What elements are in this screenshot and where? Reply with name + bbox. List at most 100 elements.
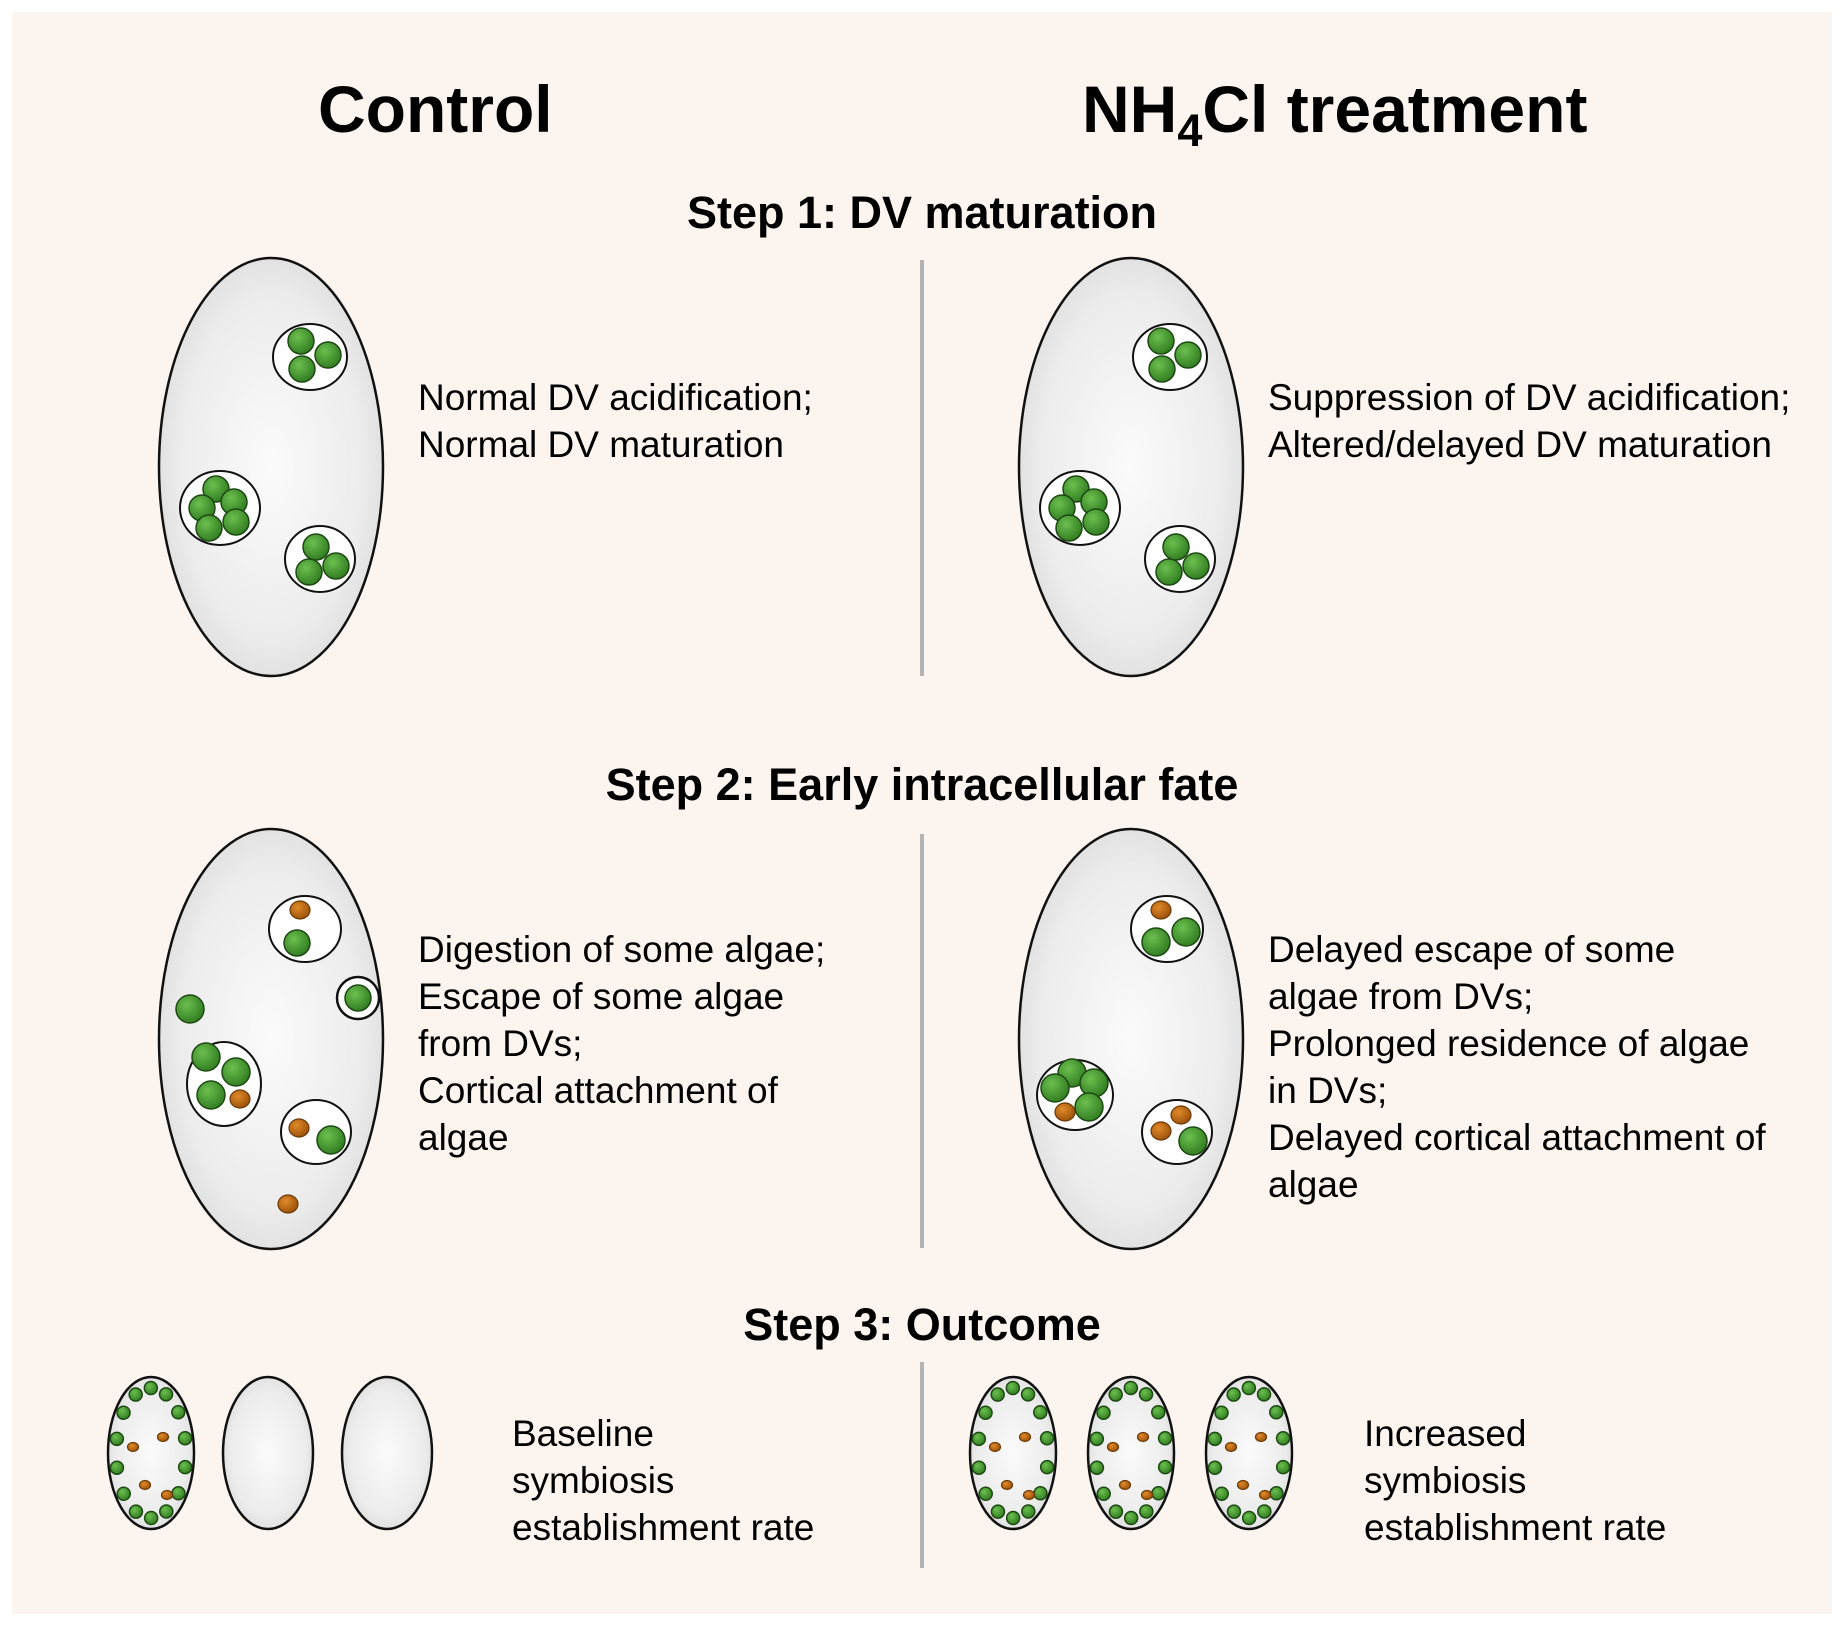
- green-alga-icon: [1151, 1405, 1166, 1420]
- description-line: from DVs;: [418, 1023, 583, 1064]
- green-alga-icon: [1141, 927, 1171, 957]
- green-alga-icon: [1256, 1387, 1272, 1402]
- digested-alga-icon: [1258, 1489, 1272, 1501]
- green-alga-icon: [158, 1387, 174, 1402]
- green-alga-icon: [1033, 1405, 1048, 1420]
- green-alga-icon: [1241, 1380, 1257, 1396]
- green-alga-icon: [302, 533, 330, 561]
- green-alga-icon: [1108, 1504, 1124, 1519]
- green-alga-icon: [295, 558, 323, 586]
- green-alga-icon: [287, 327, 315, 355]
- digested-alga-icon: [988, 1441, 1002, 1453]
- green-alga-icon: [1082, 508, 1110, 536]
- green-alga-icon: [1214, 1405, 1229, 1420]
- description-line: Digestion of some algae;: [418, 929, 826, 970]
- green-alga-icon: [1174, 341, 1202, 369]
- digested-alga-icon: [1022, 1489, 1036, 1501]
- digested-alga-icon: [1150, 1121, 1172, 1141]
- host-cell-ellipse-icon: [106, 1375, 196, 1531]
- description-line: in DVs;: [1268, 1070, 1388, 1111]
- digested-alga-icon: [126, 1441, 140, 1453]
- digested-alga-icon: [277, 1194, 299, 1214]
- host-cell-ellipse-icon: [1086, 1375, 1176, 1531]
- green-alga-icon: [1108, 1387, 1123, 1402]
- description-line: establishment rate: [1364, 1507, 1667, 1548]
- green-alga-icon: [1123, 1380, 1139, 1396]
- green-alga-icon: [1005, 1380, 1021, 1396]
- green-alga-icon: [1275, 1431, 1291, 1446]
- step-1-treatment-description: Suppression of DV acidification; Altered…: [1268, 374, 1790, 468]
- digested-alga-icon: [1254, 1431, 1268, 1443]
- green-alga-icon: [177, 1459, 193, 1475]
- green-alga-icon: [1207, 1431, 1223, 1447]
- green-alga-icon: [191, 1042, 221, 1072]
- description-line: Escape of some algae: [418, 976, 785, 1017]
- green-alga-icon: [1139, 1504, 1154, 1519]
- digested-alga-icon: [160, 1489, 174, 1501]
- green-alga-icon: [143, 1380, 159, 1396]
- green-alga-icon: [1157, 1459, 1173, 1475]
- green-alga-icon: [1089, 1460, 1105, 1475]
- green-alga-icon: [1079, 1068, 1109, 1098]
- digested-alga-icon: [1106, 1441, 1120, 1453]
- description-line: Suppression of DV acidification;: [1268, 377, 1791, 418]
- green-alga-icon: [322, 552, 350, 580]
- green-alga-icon: [1021, 1504, 1036, 1519]
- green-alga-icon: [1226, 1387, 1241, 1402]
- digested-alga-icon: [1224, 1441, 1238, 1453]
- host-cell-ellipse-icon: [157, 256, 385, 678]
- green-alga-icon: [196, 1080, 226, 1110]
- description-line: algae from DVs;: [1268, 976, 1534, 1017]
- green-alga-icon: [1214, 1486, 1229, 1501]
- host-cell-ellipse-icon: [1017, 827, 1245, 1251]
- description-line: establishment rate: [512, 1507, 815, 1548]
- digested-alga-icon: [289, 900, 311, 920]
- step-3-title: Step 3: Outcome: [743, 1299, 1101, 1350]
- green-alga-icon: [116, 1486, 131, 1501]
- green-alga-icon: [1040, 1073, 1070, 1103]
- green-alga-icon: [1178, 1126, 1208, 1156]
- treatment-column-title: NH4Cl treatment: [1082, 76, 1587, 153]
- green-alga-icon: [128, 1387, 143, 1402]
- green-alga-icon: [283, 929, 311, 957]
- green-alga-icon: [1269, 1486, 1284, 1501]
- digested-alga-icon: [1118, 1479, 1132, 1491]
- treatment-title-subscript: 4: [1177, 105, 1203, 156]
- description-line: algae: [418, 1117, 509, 1158]
- digested-alga-icon: [229, 1089, 251, 1109]
- green-alga-icon: [1123, 1510, 1139, 1526]
- green-alga-icon: [221, 1057, 251, 1087]
- description-line: symbiosis: [1364, 1460, 1527, 1501]
- green-alga-icon: [143, 1510, 159, 1526]
- cells-layer: [106, 256, 1294, 1531]
- green-alga-icon: [1151, 1486, 1166, 1501]
- green-alga-icon: [1269, 1405, 1284, 1420]
- description-line: Delayed cortical attachment of: [1268, 1117, 1766, 1158]
- green-alga-icon: [1182, 552, 1210, 580]
- digested-alga-icon: [1136, 1431, 1150, 1443]
- host-cell-ellipse-icon: [340, 1375, 434, 1531]
- step-3-control-description: Baseline symbiosis establishment rate: [512, 1410, 814, 1551]
- green-alga-icon: [990, 1504, 1006, 1519]
- green-alga-icon: [971, 1431, 987, 1447]
- treatment-title-main: NH: [1082, 72, 1178, 146]
- description-line: Normal DV maturation: [418, 424, 785, 465]
- host-cell-ellipse-icon: [1204, 1375, 1294, 1531]
- green-alga-icon: [1020, 1387, 1036, 1402]
- green-alga-icon: [1171, 917, 1201, 947]
- description-line: algae: [1268, 1164, 1359, 1205]
- step-2-control-description: Digestion of some algae; Escape of some …: [418, 926, 825, 1161]
- digested-alga-icon: [1236, 1479, 1250, 1491]
- green-alga-icon: [1039, 1459, 1055, 1475]
- green-alga-icon: [1055, 514, 1083, 542]
- green-alga-icon: [195, 514, 223, 542]
- digested-alga-icon: [138, 1479, 152, 1491]
- step-1-control-description: Normal DV acidification; Normal DV matur…: [418, 374, 813, 468]
- description-line: symbiosis: [512, 1460, 675, 1501]
- green-alga-icon: [1096, 1486, 1111, 1501]
- green-alga-icon: [159, 1504, 174, 1519]
- digested-alga-icon: [1054, 1102, 1076, 1122]
- green-alga-icon: [978, 1405, 993, 1420]
- green-alga-icon: [1155, 558, 1183, 586]
